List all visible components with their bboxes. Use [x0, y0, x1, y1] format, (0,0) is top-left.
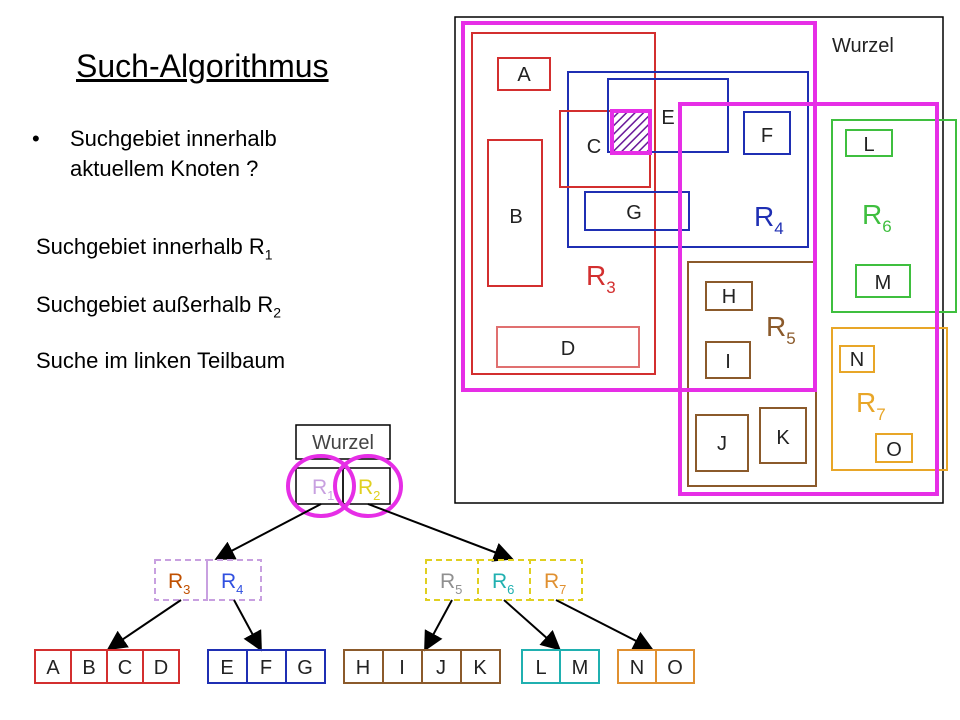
edge-root-to-r3r4	[214, 503, 322, 560]
region-r6-label: R6	[862, 199, 892, 236]
edge-root-to-r5r6r7	[367, 503, 514, 562]
bullet-text-line1: Suchgebiet innerhalb	[70, 126, 277, 151]
tree-node-r7-label: R7	[544, 570, 566, 597]
tree-root-entry-r1-highlight	[286, 454, 356, 518]
leaf-f: F	[260, 657, 272, 679]
object-j-label: J	[717, 433, 727, 455]
map-root-label: Wurzel	[832, 35, 894, 57]
tree-node-r5-label: R5	[440, 570, 462, 597]
step-outside-r2: Suchgebiet außerhalb R2	[36, 292, 281, 320]
bullet-symbol: •	[32, 126, 40, 151]
tree-node-r4-label: R4	[221, 570, 243, 597]
tree-node-r6-label: R6	[492, 570, 514, 597]
leaf-o: O	[667, 657, 683, 679]
region-r2	[678, 102, 939, 496]
region-r1	[461, 21, 817, 392]
object-j	[695, 414, 749, 472]
region-r4-label: R4	[754, 201, 784, 238]
step-text: Suchgebiet außerhalb R	[36, 292, 274, 317]
object-l-label: L	[863, 134, 874, 156]
region-r6	[831, 119, 957, 313]
region-r4	[567, 71, 809, 248]
object-o	[875, 433, 913, 463]
object-b-label: B	[509, 206, 522, 228]
leaf-g: G	[297, 657, 313, 679]
object-e	[607, 78, 729, 153]
object-a-label: A	[517, 64, 531, 86]
leaf-e: E	[220, 657, 233, 679]
tree-root-entry-r2-label: R2	[358, 476, 380, 503]
leaf-l: L	[535, 657, 546, 679]
object-k-label: K	[776, 427, 790, 449]
leaf-group-hijk: H I J K	[343, 649, 501, 684]
leaf-i: I	[399, 657, 405, 679]
step-left-subtree: Suche im linken Teilbaum	[36, 348, 285, 374]
search-query-area	[610, 109, 652, 155]
object-n-label: N	[850, 349, 864, 371]
step-text: Suche im linken Teilbaum	[36, 348, 286, 373]
tree-node-r3-label: R3	[168, 570, 190, 597]
region-r7-label: R7	[856, 387, 886, 424]
tree-root-entry-r1-label: R1	[312, 476, 334, 503]
object-e-label: E	[661, 107, 674, 129]
object-o-label: O	[886, 439, 902, 461]
region-r3-label: R3	[586, 260, 616, 297]
leaf-c: C	[118, 657, 132, 679]
tree-root-label: Wurzel	[312, 432, 374, 454]
bullet-text: Suchgebiet innerhalb aktuellem Knoten ?	[70, 124, 390, 184]
object-b	[487, 139, 543, 287]
step-subscript: 1	[264, 246, 273, 263]
leaf-group-lm: L M	[521, 649, 600, 684]
object-i-label: I	[725, 351, 731, 373]
object-i	[705, 341, 751, 379]
step-inside-r1: Suchgebiet innerhalb R1	[36, 234, 273, 262]
leaf-k: K	[473, 657, 487, 679]
tree-root-entry-r2-highlight	[333, 454, 403, 518]
object-g-label: G	[626, 202, 642, 224]
object-h	[705, 281, 753, 311]
object-d-label: D	[561, 338, 575, 360]
object-f	[743, 111, 791, 155]
leaf-h: H	[356, 657, 370, 679]
leaf-group-no: N O	[617, 649, 695, 684]
object-f-label: F	[761, 125, 773, 147]
bullet-text-line2: aktuellem Knoten ?	[70, 156, 259, 181]
leaf-a: A	[46, 657, 60, 679]
step-text: Suchgebiet innerhalb R	[36, 234, 265, 259]
edge-r6-to-leaves	[503, 599, 561, 651]
step-subscript: 2	[273, 304, 282, 321]
object-d	[496, 326, 640, 368]
object-l	[845, 129, 893, 157]
leaf-b: B	[82, 657, 95, 679]
object-h-label: H	[722, 286, 736, 308]
edge-r4-to-leaves	[233, 599, 262, 652]
object-k	[759, 407, 807, 464]
region-r5-label: R5	[766, 311, 796, 348]
object-m-label: M	[875, 272, 892, 294]
leaf-group-efg-border	[207, 649, 326, 684]
leaf-m: M	[572, 657, 589, 679]
edge-r5-to-leaves	[424, 599, 453, 652]
edge-r7-to-leaves	[555, 599, 654, 650]
leaf-group-efg: E F G	[207, 649, 326, 684]
tree-node-r3	[154, 559, 208, 601]
map-root-border	[454, 16, 944, 504]
object-m	[855, 264, 911, 298]
tree-root-header	[295, 424, 391, 460]
leaf-n: N	[630, 657, 644, 679]
region-r3	[471, 32, 656, 375]
tree-node-r7	[529, 559, 583, 601]
region-r7	[831, 327, 948, 471]
leaf-group-abcd: A B C D	[34, 649, 180, 684]
object-a	[497, 57, 551, 91]
object-n	[839, 345, 875, 373]
edge-r3-to-leaves	[106, 599, 182, 651]
leaf-d: D	[154, 657, 168, 679]
tree-root-entry-r2	[342, 467, 391, 505]
slide-title: Such-Algorithmus	[76, 48, 329, 84]
object-c-label: C	[587, 136, 601, 158]
object-g	[584, 191, 690, 231]
leaf-j: J	[436, 657, 446, 679]
